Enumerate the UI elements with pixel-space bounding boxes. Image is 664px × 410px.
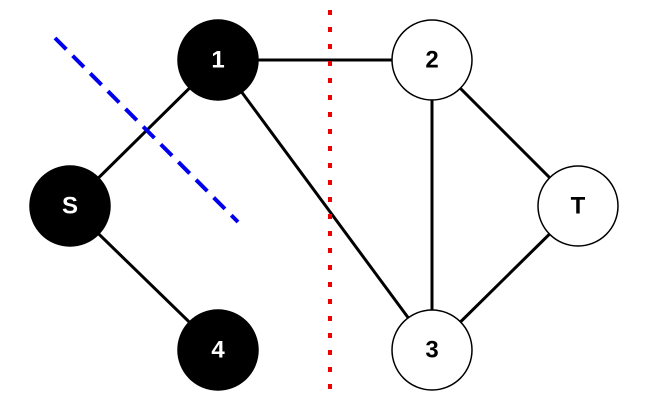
node-circle-4 bbox=[177, 309, 259, 391]
node-T: T bbox=[537, 165, 619, 247]
node-circle-S bbox=[29, 165, 111, 247]
node-label-2: 2 bbox=[425, 47, 438, 74]
nodes: 1 2S T 4 3 bbox=[29, 19, 619, 391]
node-label-S: S bbox=[62, 193, 78, 220]
node-circle-3 bbox=[391, 309, 473, 391]
node-label-4: 4 bbox=[211, 337, 225, 364]
node-2: 2 bbox=[391, 19, 473, 101]
node-circle-2 bbox=[391, 19, 473, 101]
node-4: 4 bbox=[177, 309, 259, 391]
node-label-3: 3 bbox=[425, 337, 438, 364]
node-1: 1 bbox=[177, 19, 259, 101]
edge-1-3 bbox=[216, 59, 434, 351]
node-S: S bbox=[29, 165, 111, 247]
node-label-T: T bbox=[571, 193, 586, 220]
edges bbox=[68, 58, 580, 352]
node-circle-1 bbox=[177, 19, 259, 101]
blue-dashed-cut bbox=[53, 36, 240, 224]
node-label-1: 1 bbox=[211, 47, 224, 74]
node-circle-T bbox=[537, 165, 619, 247]
node-3: 3 bbox=[391, 309, 473, 391]
cut-lines bbox=[53, 10, 332, 392]
